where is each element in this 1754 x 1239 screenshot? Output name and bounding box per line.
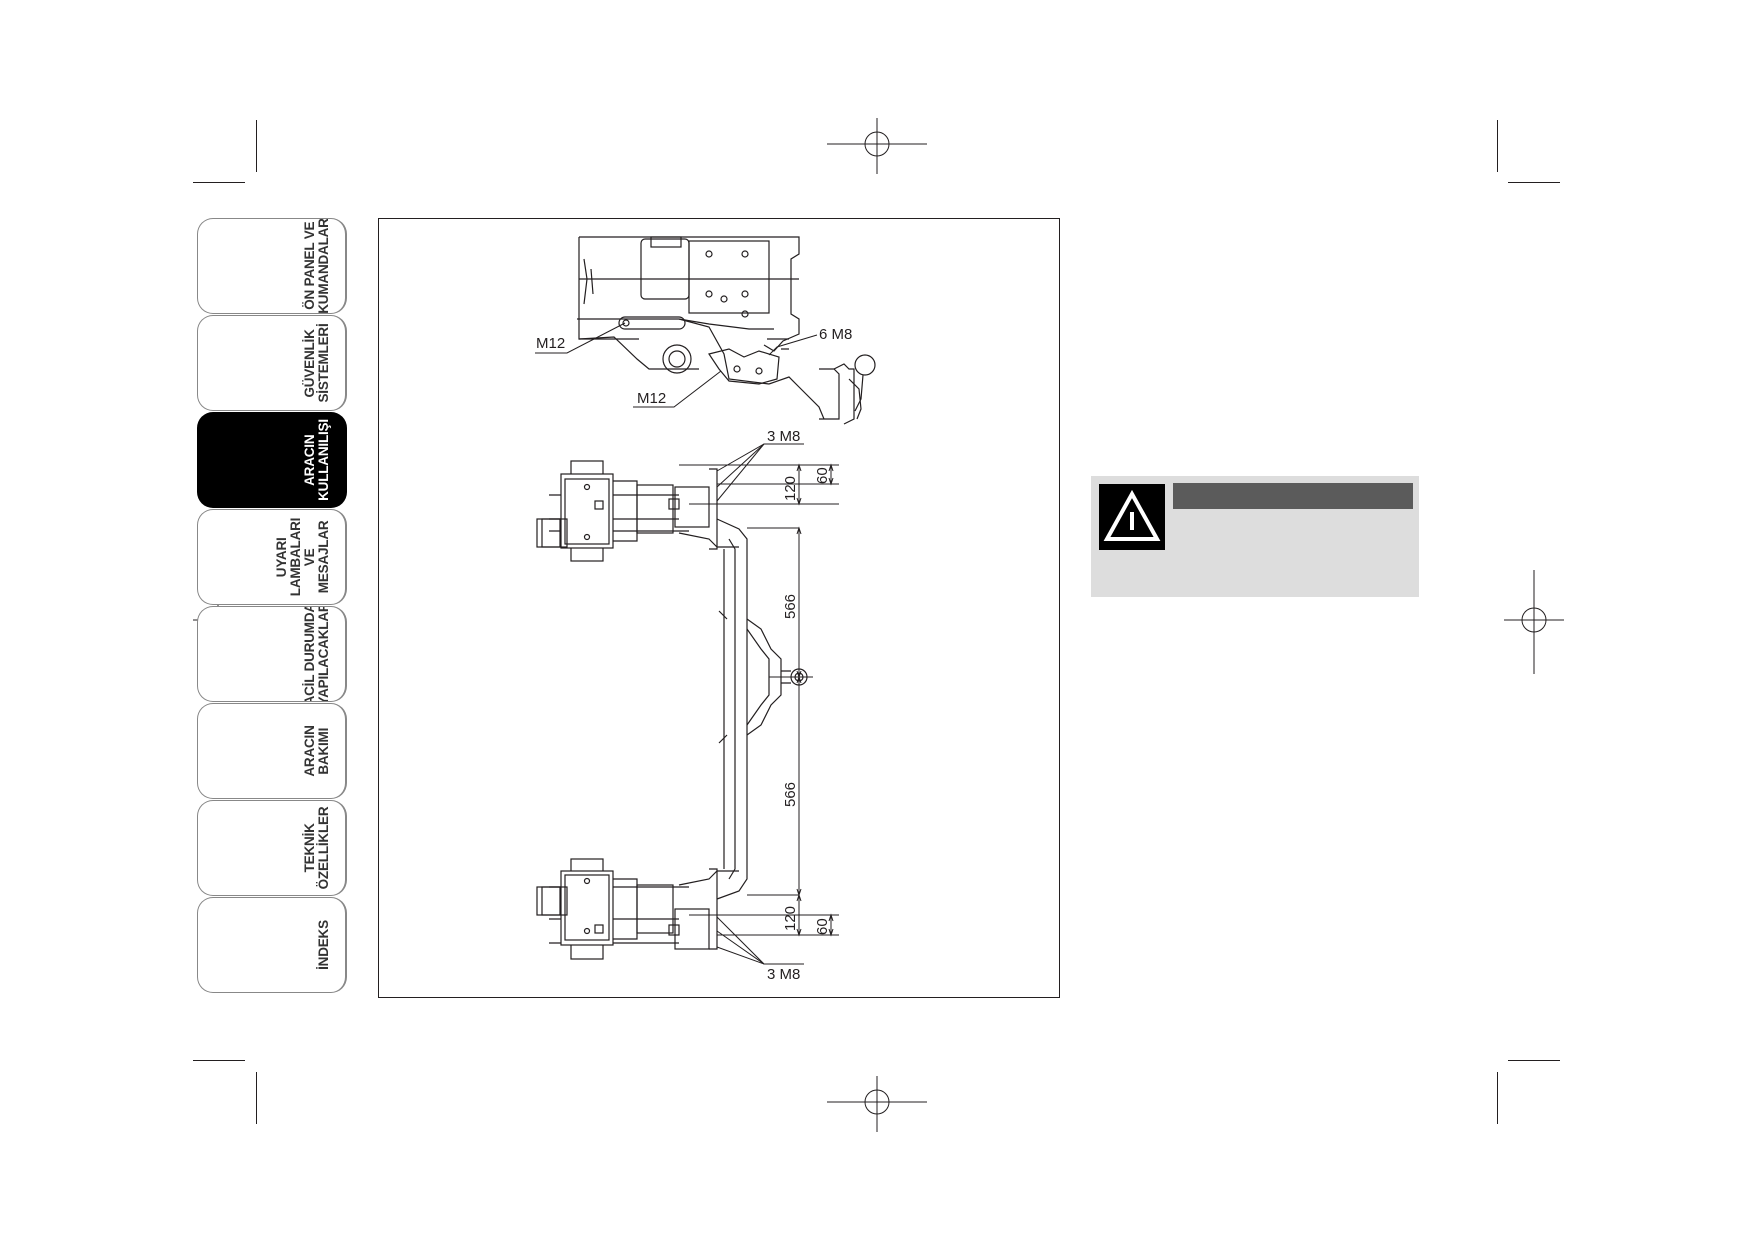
dim-566-lower: 566	[782, 782, 799, 807]
warning-title-bar	[1173, 483, 1413, 509]
side-view	[577, 236, 876, 425]
crop-mark	[1508, 1060, 1560, 1061]
crop-mark	[1497, 1072, 1498, 1124]
crop-mark	[1508, 182, 1560, 183]
side-view-leaders	[535, 322, 818, 408]
plan-view	[536, 460, 808, 960]
tab-label: ÖN PANEL VE KUMANDALAR	[302, 218, 331, 314]
crop-mark	[193, 1060, 245, 1061]
crop-mark	[193, 182, 245, 183]
dim-60-top: 60	[814, 467, 831, 484]
tab-label: TEKNİK ÖZELLİKLER	[302, 806, 331, 890]
registration-mark-bottom	[827, 1076, 927, 1132]
warning-triangle-icon	[1099, 484, 1165, 550]
tab-label: İNDEKS	[316, 920, 331, 970]
tab-teknik-ozellikler[interactable]: TEKNİK ÖZELLİKLER	[197, 800, 347, 896]
warning-box	[1091, 476, 1419, 597]
label-m12-bottom: M12	[637, 390, 666, 407]
tab-label: ARACIN BAKIMI	[302, 725, 331, 777]
tab-aracin-kullanilisi[interactable]: ARACIN KULLANILIŞI	[197, 412, 347, 508]
label-3m8-bottom: 3 M8	[767, 966, 800, 983]
tab-label: ARACIN KULLANILIŞI	[302, 419, 331, 501]
tab-label: GÜVENLİK SİSTEMLERİ	[302, 323, 331, 403]
dimension-lines	[679, 443, 839, 965]
tab-label: ACİL DURUMDA YAPILACAKLAR	[302, 606, 331, 702]
dim-566-upper: 566	[782, 594, 799, 619]
label-3m8-top: 3 M8	[767, 428, 800, 445]
tab-label: UYARI LAMBALARI VE MESAJLAR	[274, 517, 331, 597]
tab-aracin-bakimi[interactable]: ARACIN BAKIMI	[197, 703, 347, 799]
dim-120-bottom: 120	[782, 906, 799, 931]
tab-on-panel[interactable]: ÖN PANEL VE KUMANDALAR	[197, 218, 347, 314]
crop-mark	[1497, 120, 1498, 172]
tow-hitch-drawing: M12 M12 6 M8	[535, 236, 876, 983]
registration-mark-top	[827, 118, 927, 174]
tab-guvenlik[interactable]: GÜVENLİK SİSTEMLERİ	[197, 315, 347, 411]
registration-mark-right	[1504, 570, 1564, 674]
tab-indeks[interactable]: İNDEKS	[197, 897, 347, 993]
label-m12-left: M12	[536, 335, 565, 352]
crop-mark	[256, 120, 257, 172]
label-6m8: 6 M8	[819, 326, 852, 343]
tab-uyari-lambalari[interactable]: UYARI LAMBALARI VE MESAJLAR	[197, 509, 347, 605]
crop-mark	[256, 1072, 257, 1124]
tow-hitch-figure: M12 M12 6 M8	[378, 218, 1060, 998]
tab-acil-durumda[interactable]: ACİL DURUMDA YAPILACAKLAR	[197, 606, 347, 702]
dim-60-bottom: 60	[814, 918, 831, 935]
dim-120-top: 120	[782, 476, 799, 501]
